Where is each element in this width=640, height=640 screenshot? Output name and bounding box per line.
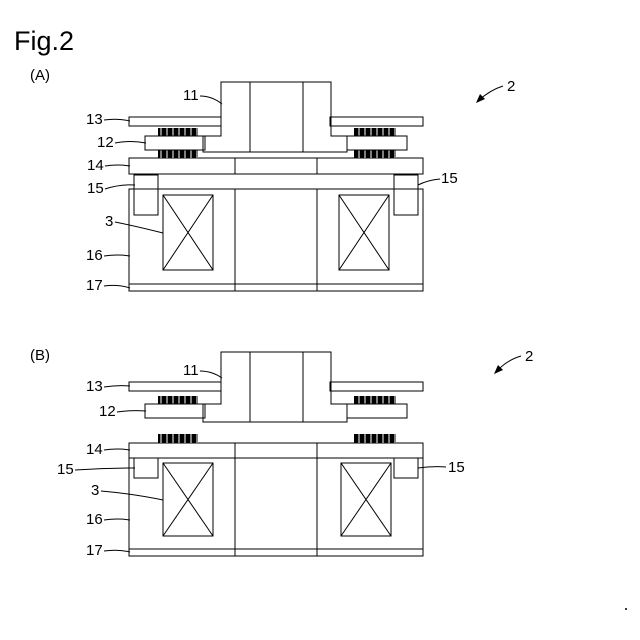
label-b-17: 17 [86, 542, 103, 559]
top-plate-a [129, 117, 423, 126]
label-b-15-left: 15 [57, 461, 74, 478]
label-a-16: 16 [86, 247, 103, 264]
panel-b-tag: (B) [30, 347, 50, 364]
armature-b [129, 443, 423, 458]
label-a-3: 3 [105, 213, 113, 230]
label-a-17: 17 [86, 277, 103, 294]
coil-a [163, 195, 389, 270]
panel-b: (B) [30, 347, 533, 559]
label-b-12: 12 [99, 403, 116, 420]
coil-b [163, 463, 391, 536]
housing-b [129, 458, 423, 549]
label-a-15-right: 15 [441, 170, 458, 187]
disc-a [145, 128, 407, 158]
springs-b [134, 458, 418, 478]
base-b [129, 549, 423, 556]
label-a-14: 14 [87, 157, 104, 174]
panel-a: (A) [30, 67, 515, 294]
label-b-3: 3 [91, 482, 99, 499]
base-a [129, 284, 423, 291]
disc-b [145, 396, 407, 418]
stray-dot [625, 608, 627, 610]
label-b-2: 2 [525, 348, 533, 365]
armature-a [129, 158, 423, 174]
shaft-b [203, 352, 347, 422]
label-b-14: 14 [86, 441, 103, 458]
label-a-2: 2 [507, 78, 515, 95]
shaft-a [203, 82, 347, 152]
top-plate-b [129, 382, 423, 391]
label-b-15-right: 15 [448, 459, 465, 476]
label-a-13: 13 [86, 111, 103, 128]
panel-a-tag: (A) [30, 67, 50, 84]
label-a-12: 12 [97, 134, 114, 151]
armature-pads-b [158, 434, 396, 443]
label-b-11: 11 [183, 362, 199, 379]
label-a-15-left: 15 [87, 180, 104, 197]
figure-title: Fig.2 [14, 26, 74, 56]
label-b-13: 13 [86, 378, 103, 395]
label-a-11: 11 [183, 87, 199, 104]
label-b-16: 16 [86, 511, 103, 528]
